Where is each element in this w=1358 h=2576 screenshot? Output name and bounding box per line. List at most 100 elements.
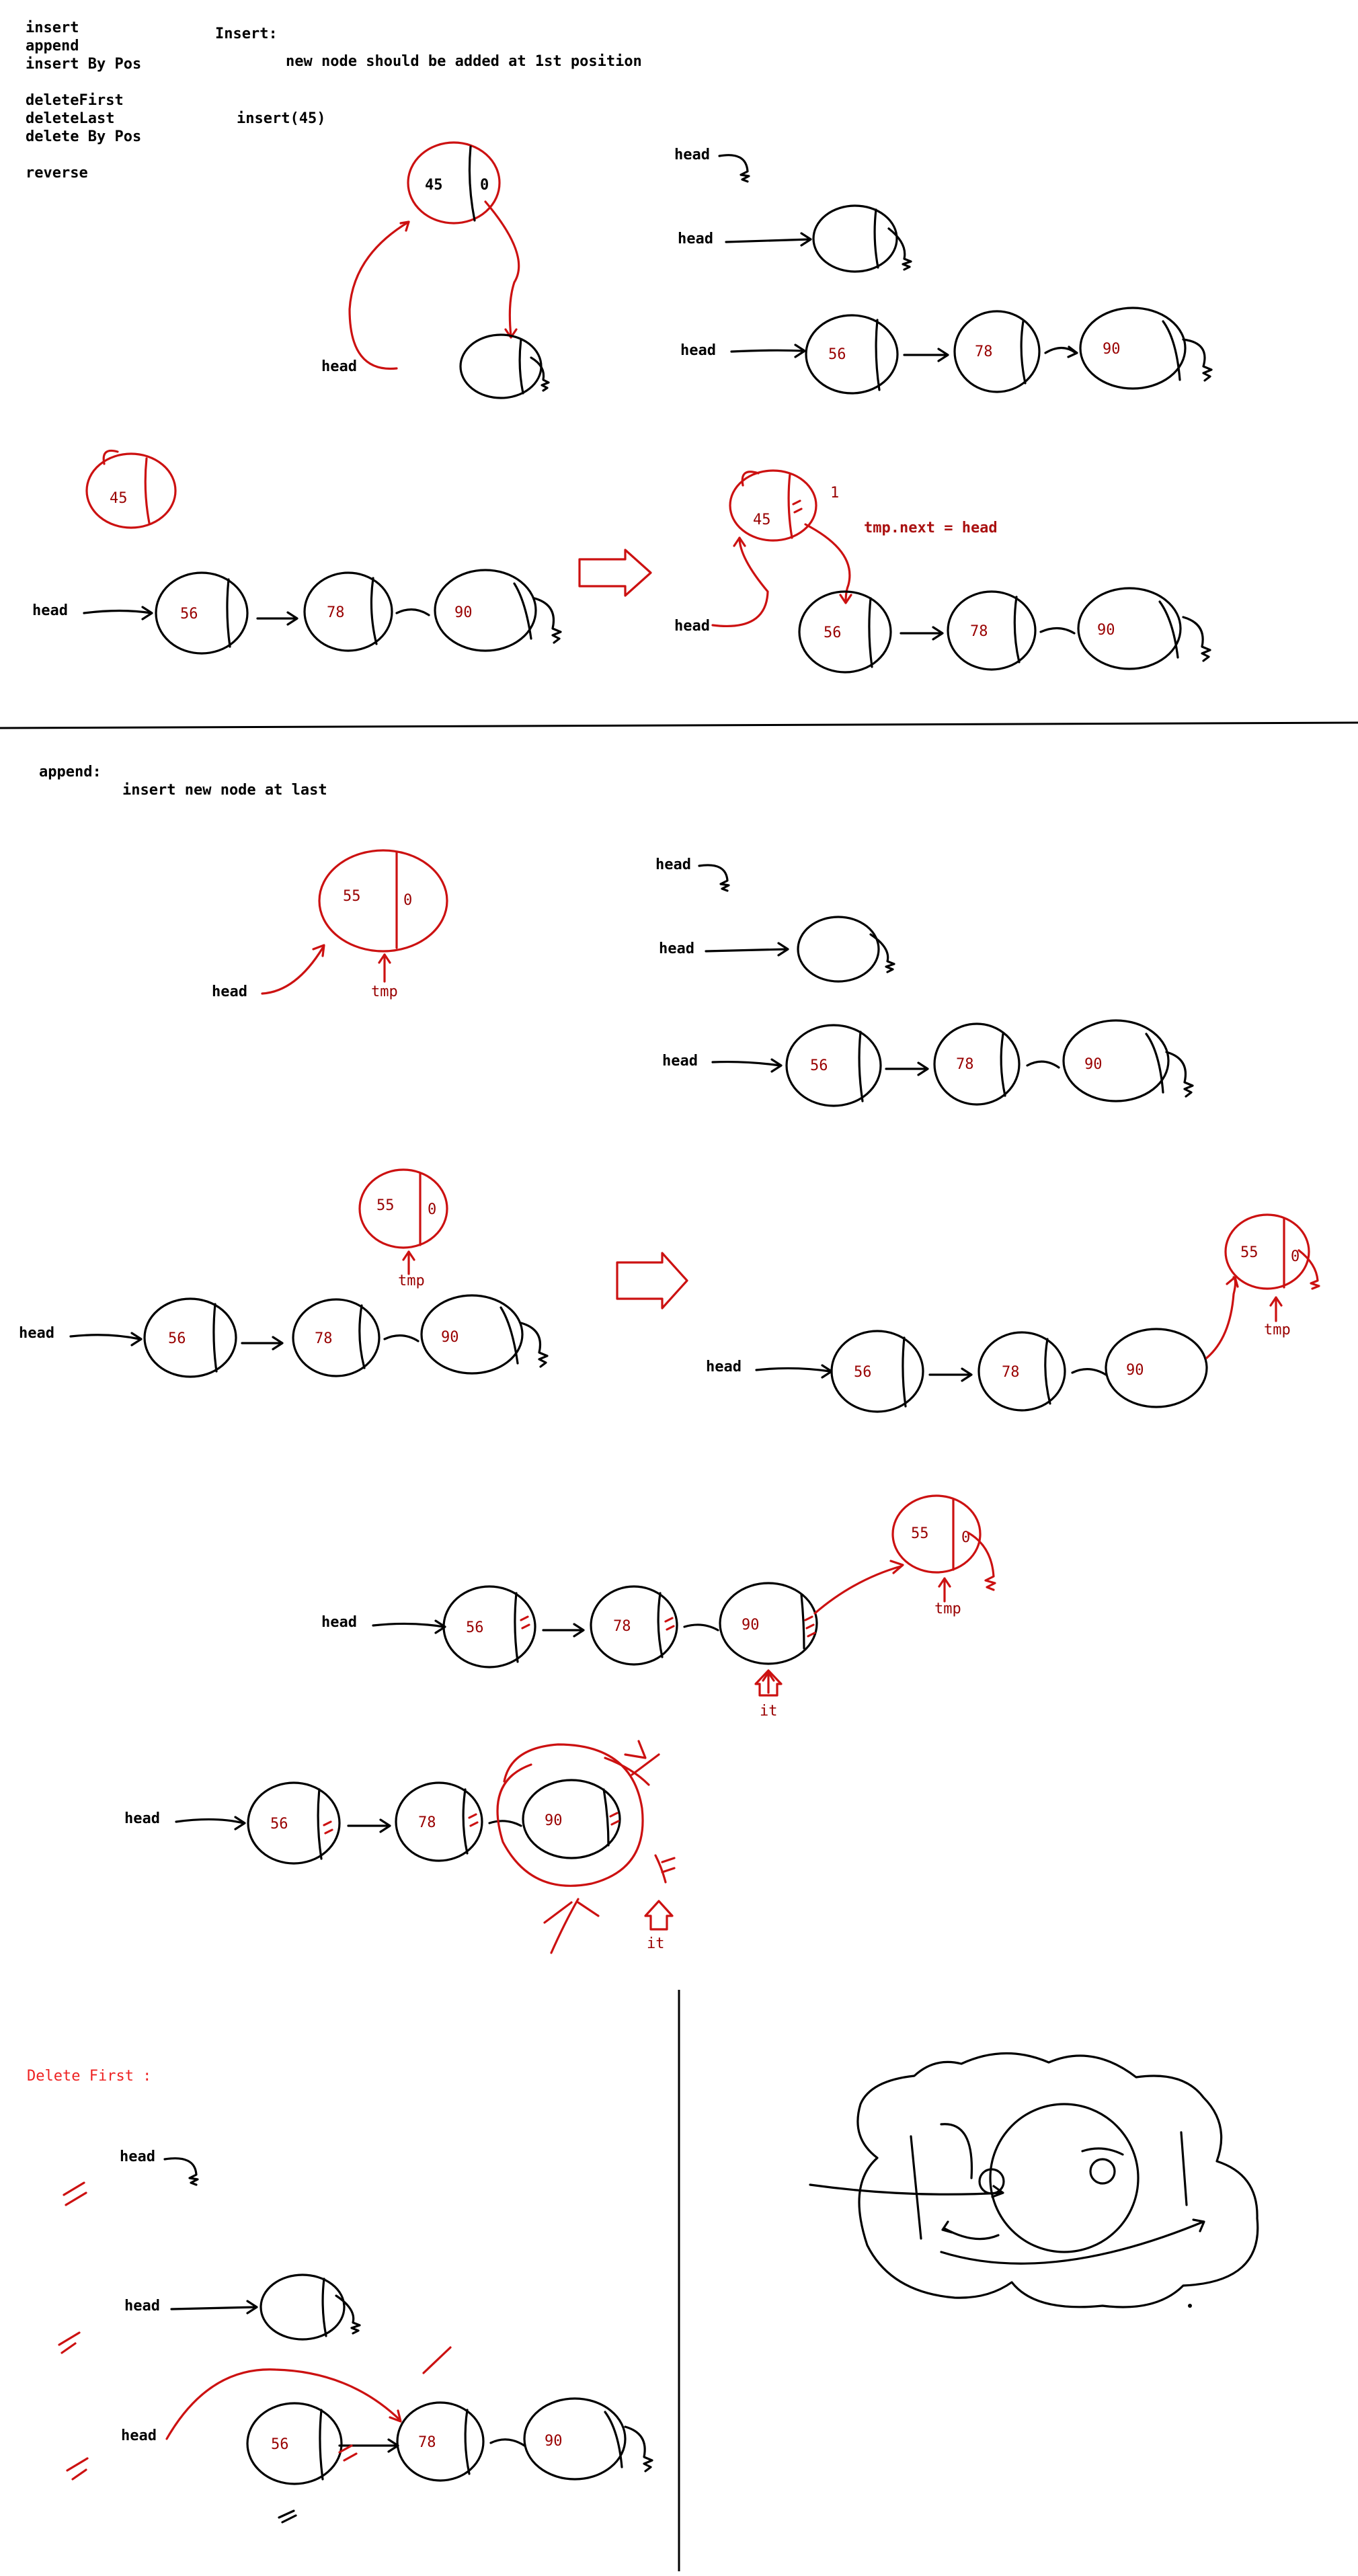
head-label: head [321, 1614, 357, 1631]
head-arrow [69, 1334, 141, 1340]
node-value: 56 [168, 1330, 186, 1347]
arrow-head [1067, 346, 1078, 358]
strike-mark [66, 2457, 89, 2481]
list-node: 56 [805, 314, 899, 395]
node-value: 78 [327, 604, 345, 621]
node-value: 45 [425, 177, 443, 194]
doodle-drawing [809, 2052, 1259, 2308]
section-divider [0, 721, 1358, 729]
list-node: 78 [947, 590, 1037, 671]
arrow-head [286, 611, 298, 626]
next-arrow [683, 1623, 719, 1632]
list-node: 90 [420, 1294, 549, 1375]
new-node-45: 45 0 [407, 141, 501, 225]
list-node-deleted: 56 [246, 2402, 343, 2485]
it-pointer [762, 1671, 775, 1694]
node-value: 55 [343, 888, 361, 905]
head-pointer-arrow [711, 536, 769, 627]
insert-description: new node should be added at 1st position [286, 53, 642, 70]
node-value: 90 [441, 1329, 459, 1346]
append-description: insert new node at last [122, 782, 327, 799]
menu-item: deleteLast [26, 110, 114, 127]
head-label: head [321, 358, 357, 375]
list-node: 78 [395, 1781, 483, 1862]
next-arrow [1039, 627, 1076, 635]
scribble-circle [496, 1743, 644, 1887]
arrow-head [389, 2409, 402, 2423]
scribble [604, 1740, 660, 1786]
head-label: head [120, 2148, 155, 2165]
next-pointer-arrow [484, 200, 520, 337]
link-to-new-node [813, 1565, 902, 1615]
list-node: 90 [1079, 307, 1213, 390]
head-label: head [680, 342, 716, 359]
node-value: 90 [545, 1812, 563, 1829]
list-node: 90 [434, 569, 562, 652]
next-arrow [395, 608, 430, 616]
node-value: 90 [454, 604, 473, 621]
new-node-55-appended: 55 0 [1224, 1213, 1320, 1290]
arrow-head [1269, 1296, 1283, 1307]
head-arrow [83, 609, 153, 614]
new-node-45-detached: 45 [85, 449, 177, 529]
node-value: 55 [911, 1525, 929, 1542]
node-value: 55 [1240, 1244, 1259, 1261]
head-arrow [725, 238, 811, 243]
null-mark: 0 [428, 1201, 436, 1218]
head-label: head [706, 1359, 742, 1375]
menu-item: insert By Pos [26, 56, 141, 73]
scribble [422, 2346, 452, 2374]
node-value: 56 [810, 1057, 828, 1074]
menu-item: insert [26, 19, 79, 36]
scribble [654, 1854, 676, 1884]
append-title: append: [39, 764, 102, 780]
arrow-head [1226, 1276, 1239, 1288]
assignment-label: tmp.next = head [864, 520, 998, 536]
new-node-55: 55 0 [318, 849, 448, 953]
delete-title: Delete First : [27, 2068, 151, 2085]
head-pointer-arrow [348, 220, 410, 370]
new-node-55-small: 55 0 [358, 1168, 448, 1249]
head-label: head [659, 940, 694, 957]
next-arrow [488, 1820, 522, 1827]
node-value: 78 [1002, 1364, 1020, 1381]
operations-menu: insert append insert By Pos deleteFirst … [26, 19, 141, 182]
list-node: 90 [522, 1779, 621, 1859]
node-value: 78 [315, 1330, 333, 1347]
head-arrow [705, 948, 788, 953]
new-node-45-linked: 45 [729, 469, 817, 542]
arrow-head [889, 1560, 904, 1574]
node-value: 78 [975, 344, 993, 360]
head-arrow [372, 1622, 445, 1628]
arrow-head [777, 942, 789, 957]
arrow-head [794, 344, 806, 358]
list-node: 56 [143, 1297, 237, 1378]
head-arrow [175, 1818, 245, 1824]
next-arrow [383, 1334, 420, 1342]
arrow-head [800, 232, 812, 247]
arrow-head [379, 1818, 391, 1833]
list-node: 56 [155, 571, 249, 655]
tmp-label: tmp [1264, 1322, 1291, 1338]
node-value: 90 [1084, 1056, 1103, 1073]
arrow-head [917, 1061, 929, 1076]
list-node: 90 [1105, 1328, 1208, 1408]
list-node: 78 [590, 1585, 678, 1666]
list-node: 56 [785, 1024, 882, 1107]
arrow-head [938, 1577, 951, 1588]
node-value: 90 [1097, 622, 1115, 639]
list-node: 78 [977, 1331, 1066, 1412]
null-mark: 0 [1291, 1248, 1300, 1265]
node-value: 56 [271, 2436, 289, 2453]
head-arrow [755, 1367, 832, 1373]
head-label: head [121, 2427, 157, 2444]
arrow-head [378, 953, 391, 964]
node-value: 56 [180, 606, 198, 622]
head-arrow [711, 1060, 781, 1067]
arrow-head [402, 1250, 415, 1261]
transition-arrow [578, 549, 652, 597]
arrow-head [434, 1619, 446, 1634]
list-node: 78 [953, 310, 1041, 393]
head-label: head [662, 1053, 698, 1070]
head-label: head [124, 2298, 160, 2315]
